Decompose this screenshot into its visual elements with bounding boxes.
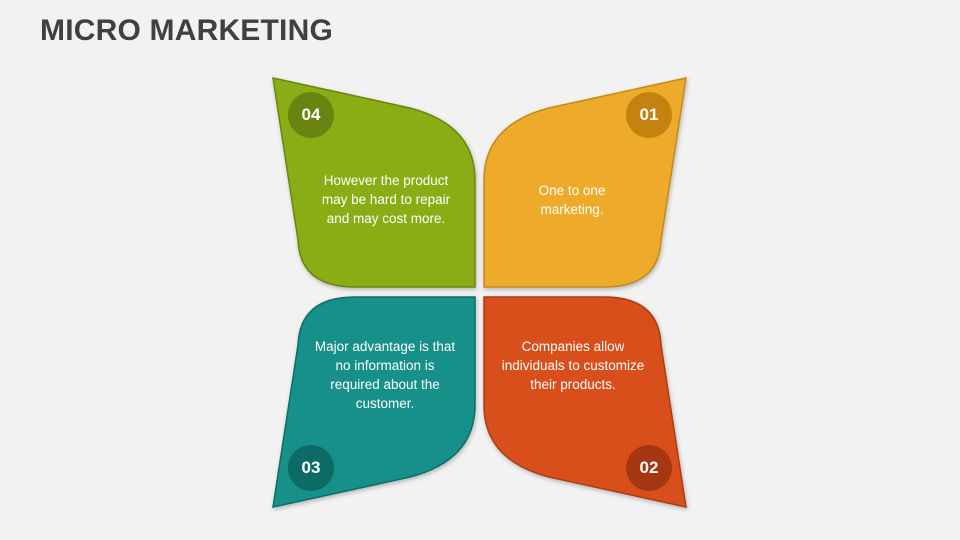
segment-03-text: Major advantage is that no information i…	[314, 339, 456, 411]
segment-02-text: Companies allow individuals to customize…	[501, 339, 645, 392]
badge-02: 02	[626, 445, 672, 491]
segment-01-text: One to one marketing.	[538, 183, 606, 217]
segment-04-text: However the product may be hard to repai…	[321, 173, 451, 226]
badge-03: 03	[288, 445, 334, 491]
page-title: MICRO MARKETING	[40, 14, 333, 47]
badge-01: 01	[626, 92, 672, 138]
badge-04: 04	[288, 92, 334, 138]
